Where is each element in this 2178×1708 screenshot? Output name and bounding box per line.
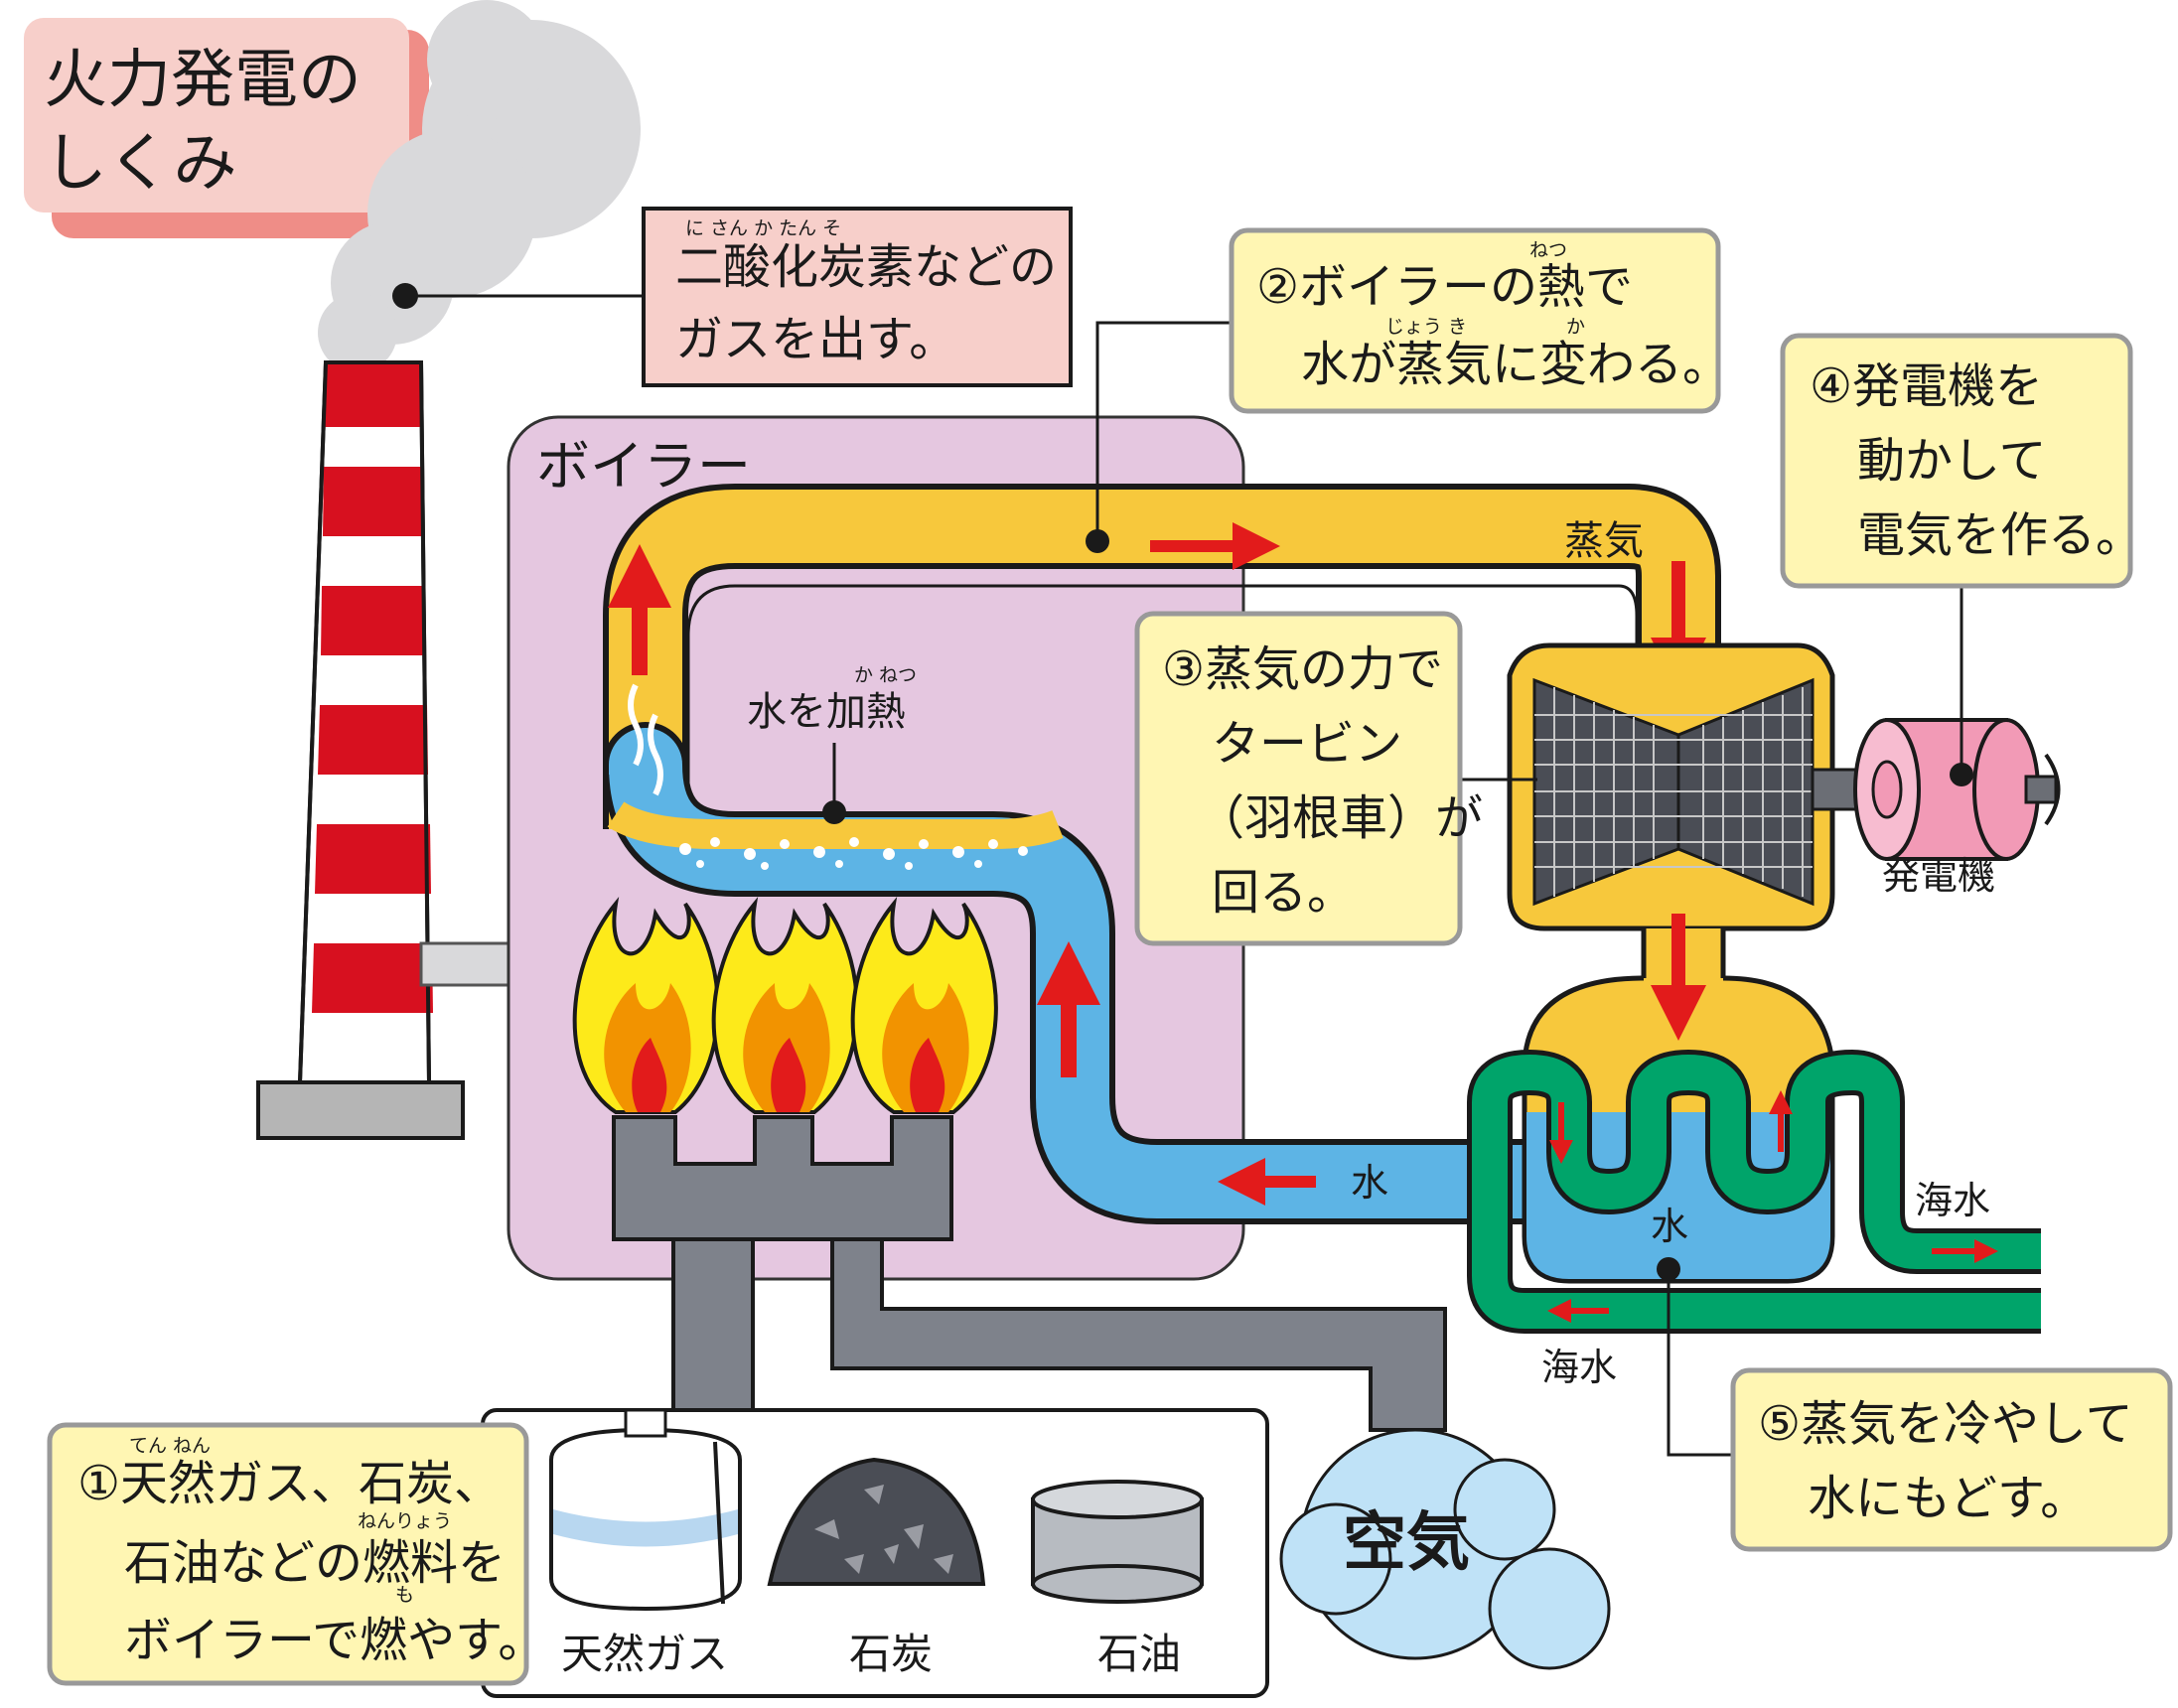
fuel-label-gas: 天然ガス <box>561 1630 728 1678</box>
step5-note: ⑤蒸気を冷やして 水にもどす。 <box>1730 1367 2173 1552</box>
step2-ruby-netsu: ねつ <box>1529 239 1567 261</box>
water-pipe <box>603 722 1529 1224</box>
step1-line-1: ①天然ガス、石炭、 <box>77 1456 502 1511</box>
step1-ruby-nenryou: ねんりょう <box>358 1510 452 1532</box>
co2-line-2: ガスを出す。 <box>675 312 956 367</box>
heat-waves <box>628 683 663 796</box>
step3-note: ③蒸気の力で タービン （羽根車）が 回る。 <box>1134 611 1483 946</box>
label-air: 空気 <box>1343 1506 1470 1580</box>
label-seawater-in: 海水 <box>1541 1346 1617 1389</box>
step1-ruby-tennen: てん ねん <box>129 1435 211 1457</box>
step2-ruby-jouki: じょう き <box>1385 316 1467 338</box>
step3-line-3: （羽根車）が <box>1197 790 1483 846</box>
fuel-label-oil: 石油 <box>1097 1630 1181 1678</box>
heat-pointer-dot <box>822 800 846 824</box>
step4-line-2: 動かして <box>1857 433 2047 489</box>
turbine-blades <box>1532 677 1815 907</box>
step1-note: てん ねん ①天然ガス、石炭、 ねんりょう 石油などの燃料を も ボイラーで燃や… <box>47 1422 545 1686</box>
step2-ruby-ka: か <box>1566 316 1585 338</box>
oil-tank-icon <box>1031 1480 1204 1604</box>
flames <box>572 897 998 1114</box>
smoke-cloud <box>318 0 641 372</box>
step5-pointer-line <box>1667 1269 1733 1457</box>
step2-note: ねつ ②ボイラーの熱で じょう き か 水が蒸気に変わる。 <box>1229 227 1730 414</box>
coal-pile-icon <box>767 1457 986 1586</box>
label-water-condenser: 水 <box>1651 1205 1688 1248</box>
condenser-water <box>1526 1112 1830 1279</box>
co2-line-1: 二酸化炭素などの <box>675 239 1057 295</box>
chimney <box>256 360 512 1140</box>
generator <box>1853 718 2061 861</box>
step4-line-1: ④発電機を <box>1810 358 2043 414</box>
label-generator: 発電機 <box>1882 854 1995 898</box>
seawater-pipe <box>1467 1050 2041 1334</box>
step4-line-3: 電気を作る。 <box>1857 507 2143 563</box>
step1-ruby-mo: も <box>395 1584 414 1606</box>
step5-line-1: ⑤蒸気を冷やして <box>1758 1396 2133 1452</box>
title-tag: 火力発電の しくみ <box>24 18 429 238</box>
air-cloud <box>1279 1428 1611 1670</box>
step1-line-2: 石油などの燃料を <box>124 1535 506 1591</box>
step2-pointer-line <box>1095 321 1232 541</box>
heat-ruby: か ねつ <box>854 664 917 686</box>
step5-line-2: 水にもどす。 <box>1808 1471 2088 1526</box>
co2-ruby: に さん か たん そ <box>685 217 841 239</box>
fuel-manifold <box>612 1115 1447 1432</box>
title-line-1: 火力発電の <box>44 44 362 117</box>
label-steam: 蒸気 <box>1564 518 1644 564</box>
fuel-label-coal: 石炭 <box>849 1630 933 1678</box>
gas-tank-icon <box>549 1408 742 1612</box>
step2-line-1: ②ボイラーの熱で <box>1256 259 1633 315</box>
label-water-pipe: 水 <box>1351 1161 1388 1205</box>
step3-line-1: ③蒸気の力で <box>1162 641 1443 697</box>
step2-line-2: 水が蒸気に変わる。 <box>1301 337 1730 392</box>
steam-pipe-inner-wall <box>686 584 1639 794</box>
co2-note: に さん か たん そ 二酸化炭素などの ガスを出す。 <box>642 207 1073 387</box>
step4-note: ④発電機を 動かして 電気を作る。 <box>1780 333 2143 589</box>
step1-line-3: ボイラーで燃やす。 <box>124 1613 545 1668</box>
boiling-bubbles <box>679 837 1028 870</box>
title-line-2: しくみ <box>44 127 237 201</box>
label-seawater-out: 海水 <box>1915 1179 1990 1222</box>
step3-line-2: タービン <box>1212 716 1402 772</box>
step3-line-4: 回る。 <box>1212 865 1355 921</box>
heat-label: 水を加熱 <box>747 689 906 735</box>
